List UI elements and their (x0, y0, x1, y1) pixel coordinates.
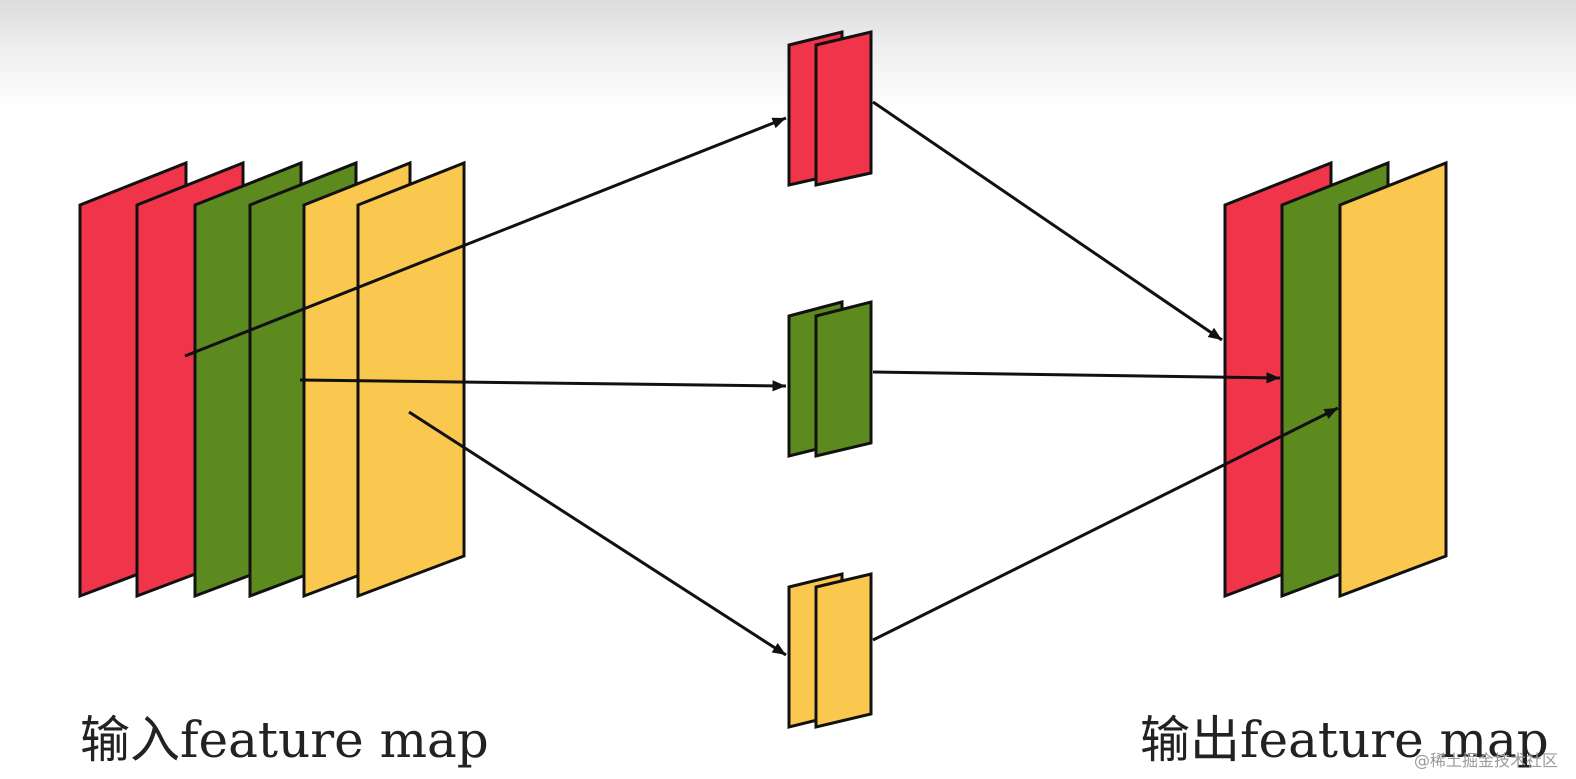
group-red (787, 30, 873, 187)
input-feature-map-label: 输入feature map (80, 711, 489, 769)
arrow-green-group-to-output (872, 370, 1281, 384)
output-feature-map-label: 输出feature map (1140, 711, 1549, 769)
arrow-input-to-green-group (299, 378, 787, 392)
group-green-channel-2 (814, 300, 873, 458)
arrow-input-to-yellow-group (408, 410, 787, 657)
group-yellow-channel-2 (814, 572, 873, 729)
arrow-red-group-to-output (872, 100, 1223, 342)
input-feature-map (78, 160, 466, 599)
arrow-yellow-group-to-output (872, 406, 1339, 642)
arrow-input-to-red-group (184, 116, 787, 358)
arrows (184, 100, 1339, 657)
group-red-channel-2 (814, 30, 873, 187)
input-channel-6 (356, 160, 466, 599)
watermark: @稀土掘金技术社区 (1413, 751, 1558, 770)
group-yellow (787, 572, 873, 729)
output-channel-3 (1338, 160, 1448, 599)
group-green (787, 300, 873, 458)
output-feature-map (1223, 160, 1448, 599)
